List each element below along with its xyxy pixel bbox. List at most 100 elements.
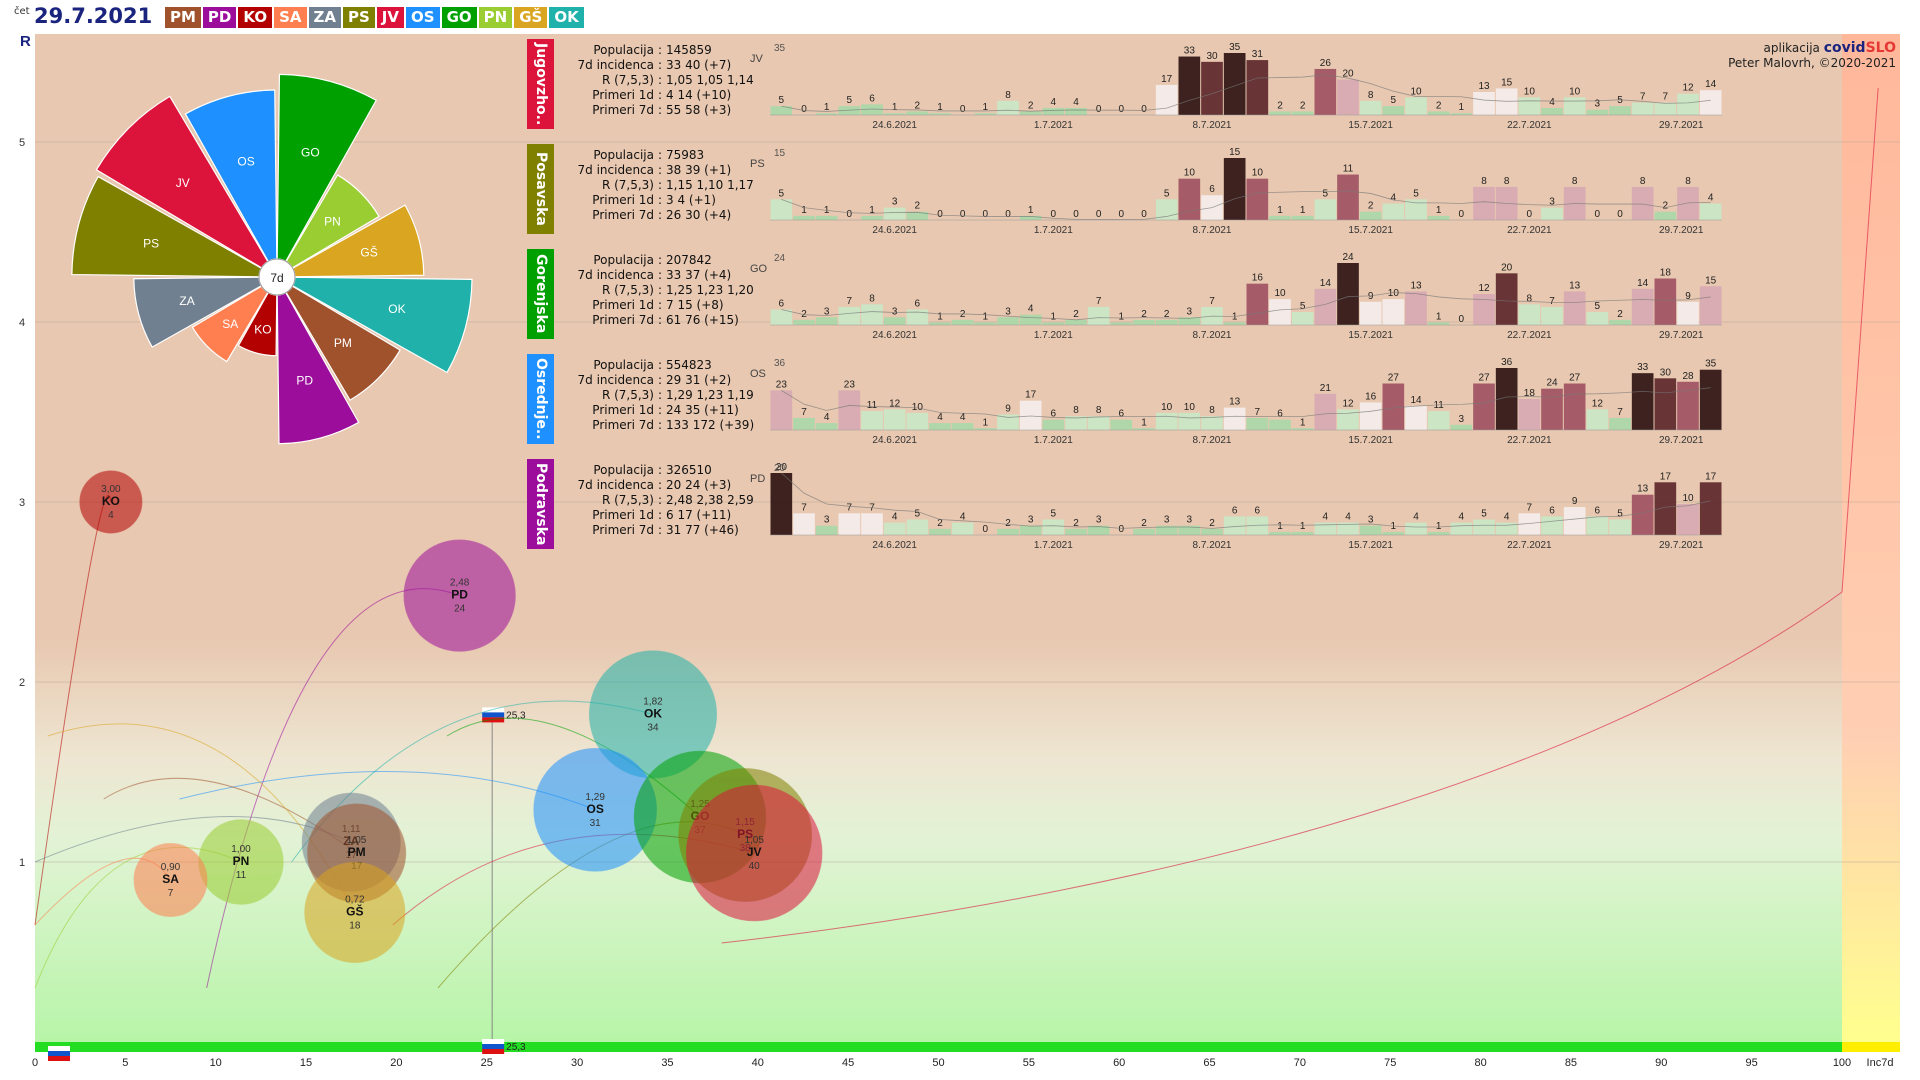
bar-PS xyxy=(1155,199,1178,220)
bar-OS xyxy=(1631,373,1654,430)
stat-label: Primeri 7d xyxy=(592,418,654,432)
brand-logo: covidSLO xyxy=(1824,40,1896,56)
bar-PD xyxy=(1269,531,1291,535)
bar-value-label: 13 xyxy=(1569,280,1581,291)
stat-colon: : xyxy=(657,463,663,477)
bar-value-label: 9 xyxy=(1005,404,1011,415)
bar-value-label: 13 xyxy=(1229,397,1241,408)
bar-GO xyxy=(1495,273,1518,325)
bar-JV xyxy=(815,113,838,115)
bar-PS xyxy=(1631,186,1654,220)
trend-line-PD xyxy=(781,472,1711,529)
bar-value-label: 4 xyxy=(892,512,898,523)
stat-value: 326510 xyxy=(666,463,712,477)
region-tab-JV: Jugovzho.. xyxy=(527,39,554,129)
bar-JV xyxy=(1654,102,1677,115)
y-tick-label: 1 xyxy=(19,857,25,869)
x-tick-label: 0 xyxy=(32,1057,38,1069)
panel-max-label: 24 xyxy=(774,253,786,264)
bubble-r-label: 1,00 xyxy=(231,844,251,855)
bar-JV xyxy=(1291,111,1314,115)
stat-colon: : xyxy=(657,178,663,192)
bar-value-label: 14 xyxy=(1410,395,1422,406)
bar-PD xyxy=(1473,519,1495,535)
bar-GO xyxy=(997,317,1019,325)
bar-value-label: 24 xyxy=(1546,378,1558,389)
bubble-n-label: 7 xyxy=(168,888,174,899)
bar-JV xyxy=(1337,79,1359,115)
y-tick-label: 2 xyxy=(19,677,25,689)
stat-label: R (7,5,3) xyxy=(601,283,654,297)
trend-line-GO xyxy=(781,292,1711,321)
stat-colon: : xyxy=(657,163,663,177)
bar-PD xyxy=(1541,516,1563,535)
x-tick-label: 70 xyxy=(1294,1057,1306,1069)
bar-PD xyxy=(1019,525,1042,535)
bar-value-label: 11 xyxy=(867,400,878,411)
stat-row-r: R (7,5,3):1,29 1,23 1,19 xyxy=(560,388,754,403)
bar-OS xyxy=(1223,407,1246,430)
stat-row-primeri7: Primeri 7d:61 76 (+15) xyxy=(560,313,754,328)
stat-value: 554823 xyxy=(666,358,712,372)
date-label: 22.7.2021 xyxy=(1507,225,1552,236)
legend-chip-GŠ[interactable]: GŠ xyxy=(514,7,548,28)
bar-value-label: 4 xyxy=(1051,97,1057,108)
legend-chip-OS[interactable]: OS xyxy=(406,7,440,28)
panel-code-label: GO xyxy=(750,263,768,275)
bar-value-label: 6 xyxy=(915,299,921,310)
legend-chip-KO[interactable]: KO xyxy=(238,7,273,28)
panel-max-label: 36 xyxy=(774,358,786,369)
bar-JV xyxy=(770,106,793,115)
legend-chip-PS[interactable]: PS xyxy=(343,7,375,28)
bar-OS xyxy=(1042,419,1065,430)
stat-row-r: R (7,5,3):1,25 1,23 1,20 xyxy=(560,283,754,298)
bar-value-label: 2 xyxy=(1164,309,1170,320)
bar-value-label: 5 xyxy=(1164,188,1170,199)
bar-JV xyxy=(1586,109,1609,115)
date-label: 15.7.2021 xyxy=(1348,120,1393,131)
bar-value-label: 5 xyxy=(1617,509,1623,520)
legend-chip-PM[interactable]: PM xyxy=(165,7,201,28)
bar-value-label: 12 xyxy=(1342,398,1354,409)
stat-value: 75983 xyxy=(666,148,705,162)
bar-PS xyxy=(1427,215,1450,220)
bar-value-label: 8 xyxy=(1005,90,1011,101)
legend-chip-OK[interactable]: OK xyxy=(549,7,584,28)
bar-value-label: 5 xyxy=(779,188,785,199)
bar-PD xyxy=(1223,516,1246,535)
bar-JV xyxy=(906,111,929,115)
stat-colon: : xyxy=(657,313,663,327)
bar-OS xyxy=(1291,428,1314,430)
date-label: 22.7.2021 xyxy=(1507,330,1552,341)
stat-colon: : xyxy=(657,418,663,432)
bar-GO xyxy=(1609,319,1631,325)
bar-OS xyxy=(1405,405,1427,430)
bar-value-label: 7 xyxy=(847,296,853,307)
legend-chip-ZA[interactable]: ZA xyxy=(308,7,341,28)
bar-value-label: 6 xyxy=(1051,409,1057,420)
legend-chip-JV[interactable]: JV xyxy=(376,7,404,28)
bar-value-label: 7 xyxy=(801,407,807,418)
bar-value-label: 4 xyxy=(1708,192,1714,203)
legend-chip-PN[interactable]: PN xyxy=(478,7,513,28)
bubble-r-label: 1,82 xyxy=(643,696,663,707)
bar-JV xyxy=(1609,106,1631,115)
stat-value: 1,15 1,10 1,17 xyxy=(666,178,754,192)
bar-PD xyxy=(815,525,838,535)
bar-PS xyxy=(793,215,815,220)
legend-chip-SA[interactable]: SA xyxy=(274,7,307,28)
legend-chip-PD[interactable]: PD xyxy=(202,7,237,28)
bar-value-label: 15 xyxy=(1705,275,1717,286)
bubble-n-label: 31 xyxy=(590,818,602,829)
bar-GO xyxy=(1019,314,1042,325)
bar-JV xyxy=(883,113,906,115)
trend-line-JV xyxy=(781,74,1711,112)
slovenia-flag-icon xyxy=(482,1039,505,1054)
bar-value-label: 3 xyxy=(1368,515,1374,526)
stat-label: Populacija xyxy=(593,463,654,477)
bar-PD xyxy=(1155,525,1178,535)
bar-value-label: 26 xyxy=(1320,58,1332,69)
legend-chip-GO[interactable]: GO xyxy=(441,7,477,28)
bar-value-label: 3 xyxy=(824,306,830,317)
